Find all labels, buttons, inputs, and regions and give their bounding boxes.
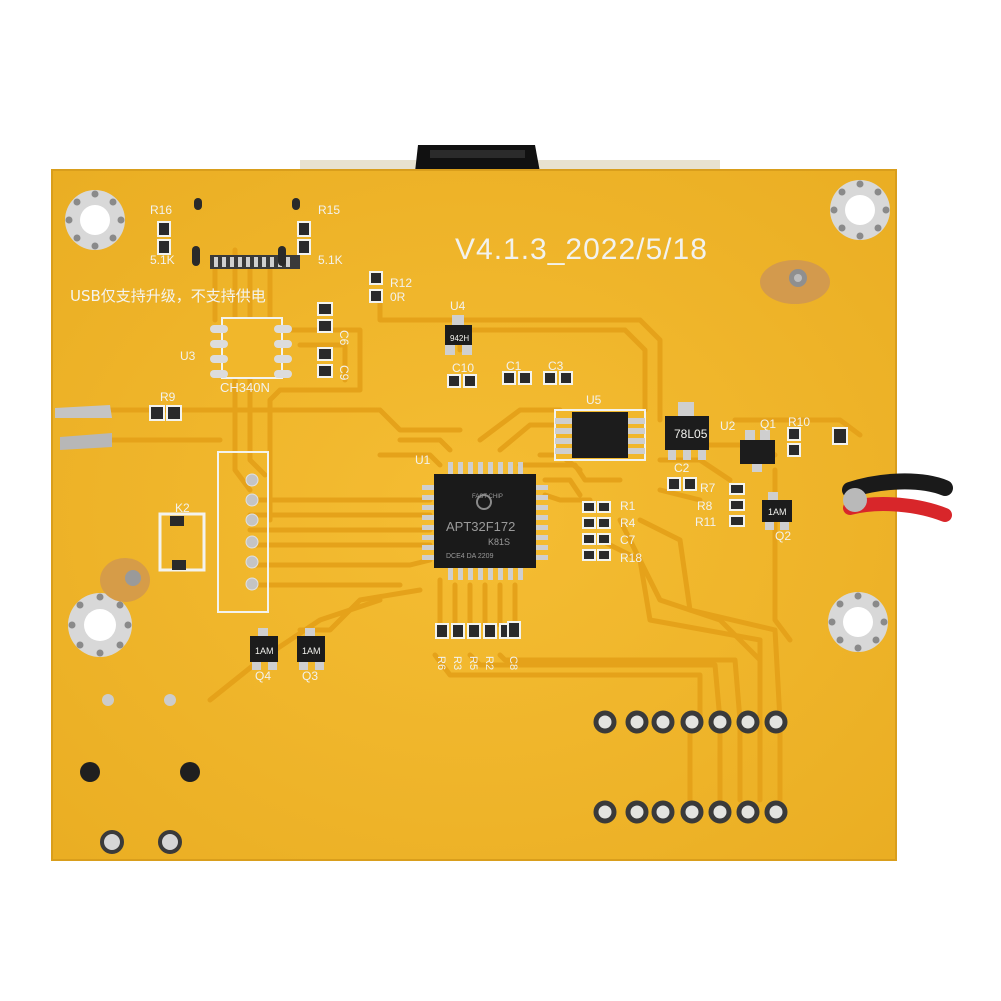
- usb-note: USB仅支持升级，不支持供电: [70, 287, 266, 305]
- label-r12: R12: [390, 276, 412, 290]
- mcu-code-2: DCE4 DA 2209: [446, 553, 494, 560]
- smd-pads: [149, 221, 848, 639]
- copper-traces: [107, 247, 863, 803]
- label-k2: K2: [175, 501, 190, 515]
- u2-regulator: [665, 402, 709, 460]
- label-r18: R18: [620, 551, 642, 565]
- label-c7: C7: [620, 533, 636, 547]
- label-r9: R9: [160, 390, 176, 404]
- mounting-holes: [65, 180, 890, 657]
- mcu-brand: FAST CHIP: [472, 494, 503, 500]
- label-ch340n: CH340N: [220, 380, 270, 395]
- q2-marking: 1AM: [768, 507, 787, 517]
- mcu-part: APT32F172: [446, 519, 515, 534]
- label-c2: C2: [674, 461, 690, 475]
- label-r8: R8: [697, 499, 713, 513]
- label-r15-value: 5.1K: [318, 253, 343, 267]
- label-q3: Q3: [302, 669, 318, 683]
- label-u2: U2: [720, 419, 736, 433]
- mount-hole-bottom-right: [828, 592, 888, 652]
- left-wire-pads: [55, 405, 112, 450]
- label-c10: C10: [452, 361, 474, 375]
- label-r16-value: 5.1K: [150, 253, 175, 267]
- label-r7: R7: [700, 481, 716, 495]
- label-r16: R16: [150, 203, 172, 217]
- label-r6: R6: [435, 656, 447, 670]
- label-r3: R3: [451, 656, 463, 670]
- mcu-u1: [422, 462, 548, 580]
- label-u3: U3: [180, 349, 196, 363]
- mcu-code-1: K81S: [488, 537, 510, 547]
- through-holes: [80, 694, 200, 854]
- q4-transistor: [250, 628, 278, 670]
- silkscreen: V4.1.3_2022/5/18 USB仅支持升级，不支持供电 R16 5.1K…: [70, 203, 810, 683]
- label-r15: R15: [318, 203, 340, 217]
- label-c1: C1: [506, 359, 522, 373]
- label-r11: R11: [695, 515, 716, 529]
- version-label: V4.1.3_2022/5/18: [455, 233, 708, 266]
- usb-pins: [192, 198, 300, 269]
- u5-soic8: [554, 409, 646, 461]
- q4-marking: 1AM: [255, 646, 274, 656]
- label-c9: C9: [337, 365, 351, 381]
- label-c6: C6: [337, 330, 351, 346]
- label-r12-value: 0R: [390, 290, 406, 304]
- label-r10: R10: [788, 415, 810, 429]
- label-r1: R1: [620, 499, 636, 513]
- q2-transistor: [762, 492, 792, 530]
- label-c8: C8: [507, 656, 519, 670]
- label-q1: Q1: [760, 417, 776, 431]
- q1-transistor: [740, 430, 775, 472]
- header-outline: [217, 451, 269, 613]
- mount-hole-top-left: [65, 190, 125, 250]
- mount-hole-top-right: [830, 180, 890, 240]
- label-q2: Q2: [775, 529, 791, 543]
- battery-wires: [842, 473, 953, 522]
- label-u1: U1: [415, 453, 431, 467]
- label-r2: R2: [483, 656, 495, 670]
- ch340n-chip: [210, 317, 292, 379]
- label-u4: U4: [450, 299, 466, 313]
- label-u5: U5: [586, 393, 602, 407]
- k2-button: [158, 512, 206, 572]
- mount-hole-bottom-left: [68, 593, 132, 657]
- u4-sot23: [445, 315, 472, 355]
- solder-residue: [100, 260, 830, 602]
- regulator-marking: 78L05: [674, 427, 708, 441]
- q3-marking: 1AM: [302, 646, 321, 656]
- q3-transistor: [297, 628, 325, 670]
- label-u4-code: 942H: [450, 334, 469, 343]
- label-r4: R4: [620, 516, 636, 530]
- lcd-header-pins: [593, 710, 788, 824]
- label-c3: C3: [548, 359, 564, 373]
- label-q4: Q4: [255, 669, 271, 683]
- label-r5: R5: [467, 656, 479, 670]
